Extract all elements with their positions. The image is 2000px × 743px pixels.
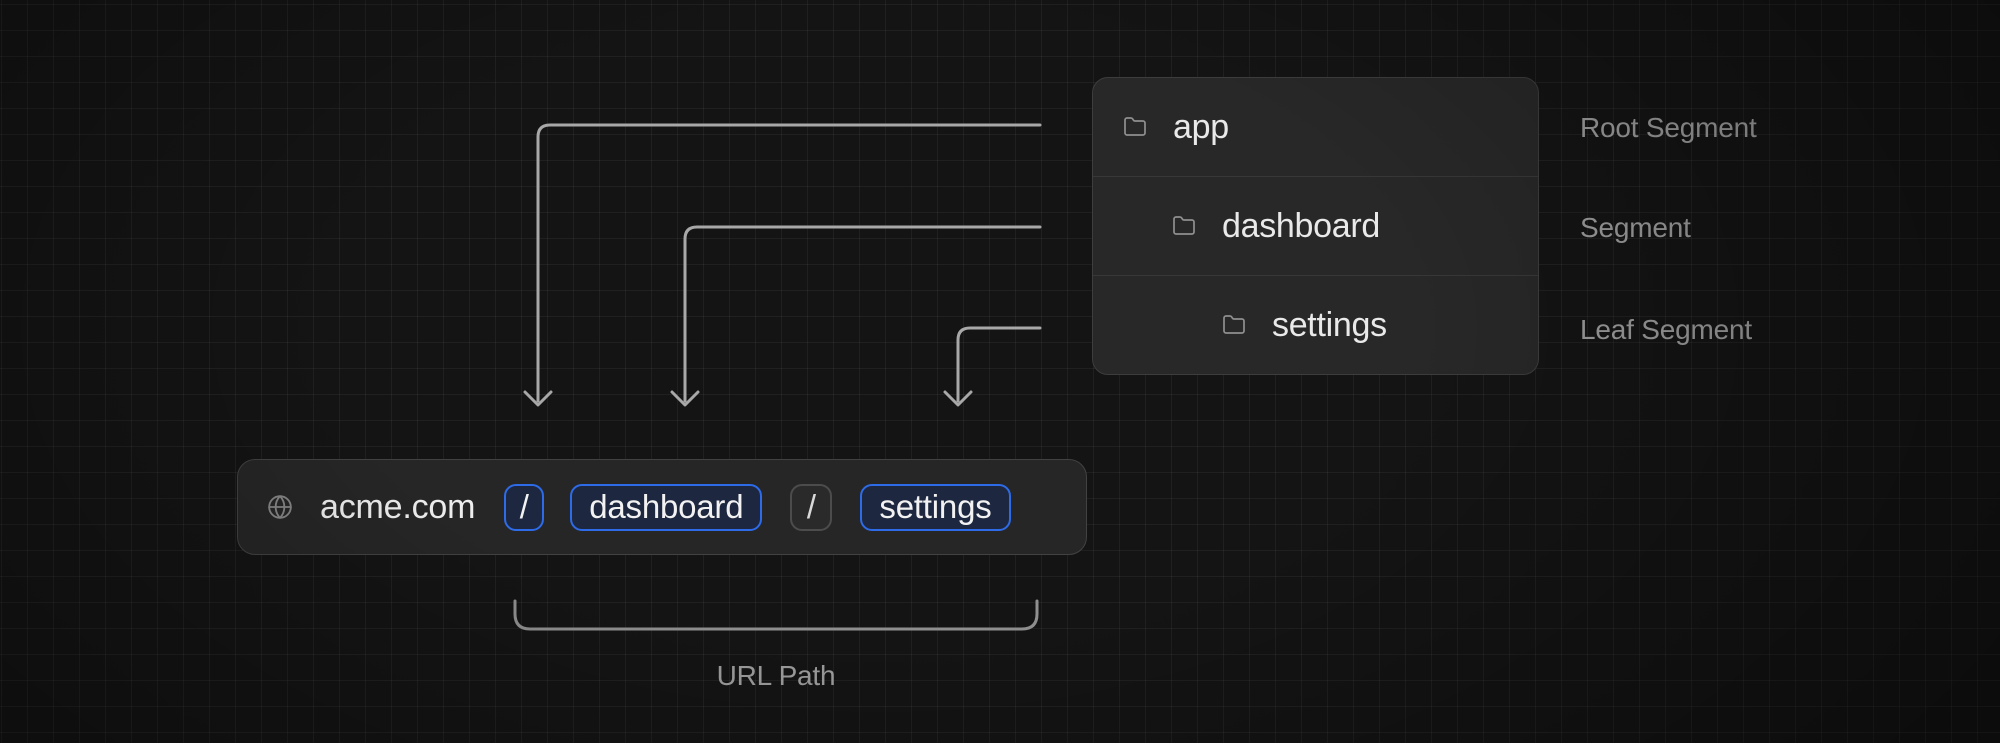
arrow-dashboard-to-segment — [683, 225, 1042, 403]
folder-icon — [1123, 115, 1147, 139]
arrow-settings-to-segment — [956, 326, 1042, 403]
folder-row-settings: settings — [1093, 275, 1538, 374]
segment-role-label-root: Root Segment — [1580, 112, 1757, 143]
arrow-app-to-root-slash — [536, 123, 1042, 403]
url-domain: acme.com — [320, 487, 476, 526]
arrowhead-icon — [943, 390, 973, 407]
globe-icon — [267, 494, 293, 520]
folder-row-dashboard: dashboard — [1093, 176, 1538, 275]
url-segment-slash-1: / — [504, 483, 545, 531]
folder-label: settings — [1272, 305, 1387, 344]
arrowhead-icon — [523, 390, 553, 407]
url-path-bracket — [513, 599, 1039, 631]
url-segment-settings: settings — [860, 483, 1011, 531]
arrowhead-icon — [670, 390, 700, 407]
url-segment-dashboard: dashboard — [570, 483, 763, 531]
folder-tree-panel: app dashboard settings — [1092, 77, 1539, 375]
segment-role-label-leaf: Leaf Segment — [1580, 314, 1752, 345]
folder-label: dashboard — [1222, 206, 1380, 245]
url-segment-slash-2: / — [790, 483, 833, 531]
folder-row-app: app — [1093, 78, 1538, 176]
url-bar: acme.com / dashboard / settings — [237, 459, 1087, 555]
folder-icon — [1222, 313, 1246, 337]
folder-label: app — [1173, 107, 1229, 146]
segment-role-label-segment: Segment — [1580, 212, 1691, 243]
url-path-label: URL Path — [716, 660, 836, 691]
folder-icon — [1172, 214, 1196, 238]
